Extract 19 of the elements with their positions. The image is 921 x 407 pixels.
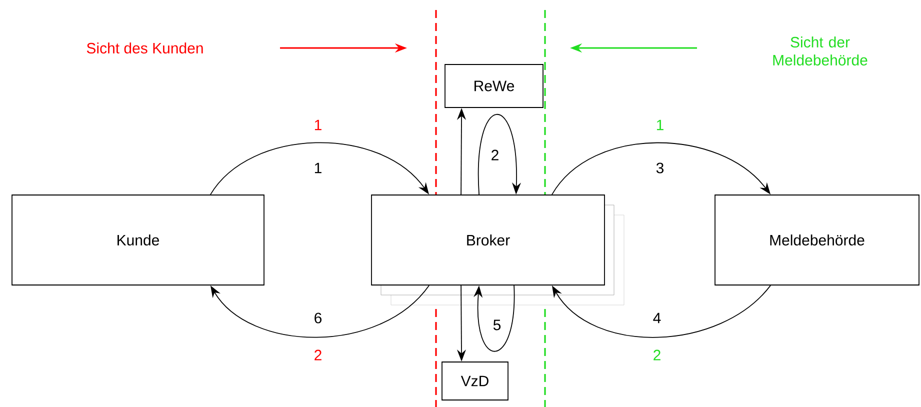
arrow <box>474 285 514 352</box>
process-box: VzD <box>442 362 508 400</box>
process-box: Broker <box>371 194 624 306</box>
view-label: Sicht des Kunden <box>86 42 203 54</box>
edge-label: 1 <box>312 162 324 174</box>
edge-label: 6 <box>312 312 324 324</box>
step-number: 1 <box>314 120 322 130</box>
step-number: 2 <box>654 350 660 360</box>
step-number: 2 <box>314 350 322 360</box>
edge-label: 2 <box>490 148 500 162</box>
arrow <box>478 114 522 195</box>
process-box: Meldebehörde <box>714 194 920 286</box>
step-number: 1 <box>656 120 664 130</box>
edge-label: 4 <box>652 312 662 324</box>
view-label: Sicht der Meldebehörde <box>773 36 868 66</box>
edge-label: 5 <box>492 318 502 332</box>
process-box: ReWe <box>444 64 544 108</box>
process-box: Kunde <box>12 194 264 286</box>
edge-label: 3 <box>654 162 666 174</box>
